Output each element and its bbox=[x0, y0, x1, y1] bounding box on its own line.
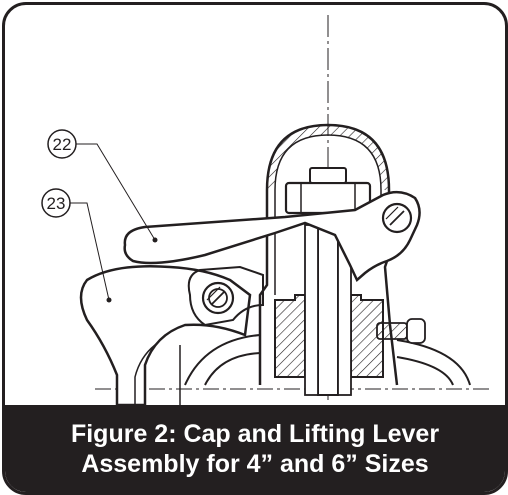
figure-caption: Figure 2: Cap and Lifting Lever Assembly… bbox=[5, 405, 505, 492]
callout-22-label: 22 bbox=[53, 135, 72, 154]
callout-23: 23 bbox=[41, 188, 71, 218]
lower-housing-left bbox=[184, 334, 261, 386]
callout-23-label: 23 bbox=[47, 194, 66, 213]
caption-line-2: Assembly for 4” and 6” Sizes bbox=[81, 449, 429, 478]
callout-22-leader bbox=[76, 143, 156, 241]
lower-housing-right bbox=[396, 339, 471, 386]
cap-shell-hatch bbox=[267, 125, 389, 190]
lever-cam bbox=[187, 265, 264, 327]
cap-lever-drawing: 22 23 bbox=[41, 15, 490, 405]
lever-22 bbox=[123, 190, 421, 283]
stem-top bbox=[309, 167, 347, 184]
callout-23-leader bbox=[70, 202, 110, 301]
sleeve-left bbox=[304, 224, 319, 396]
caption-line-1: Figure 2: Cap and Lifting Lever bbox=[70, 419, 440, 448]
callout-22: 22 bbox=[47, 129, 77, 159]
bushing-left bbox=[274, 294, 306, 378]
side-screw bbox=[376, 322, 408, 340]
